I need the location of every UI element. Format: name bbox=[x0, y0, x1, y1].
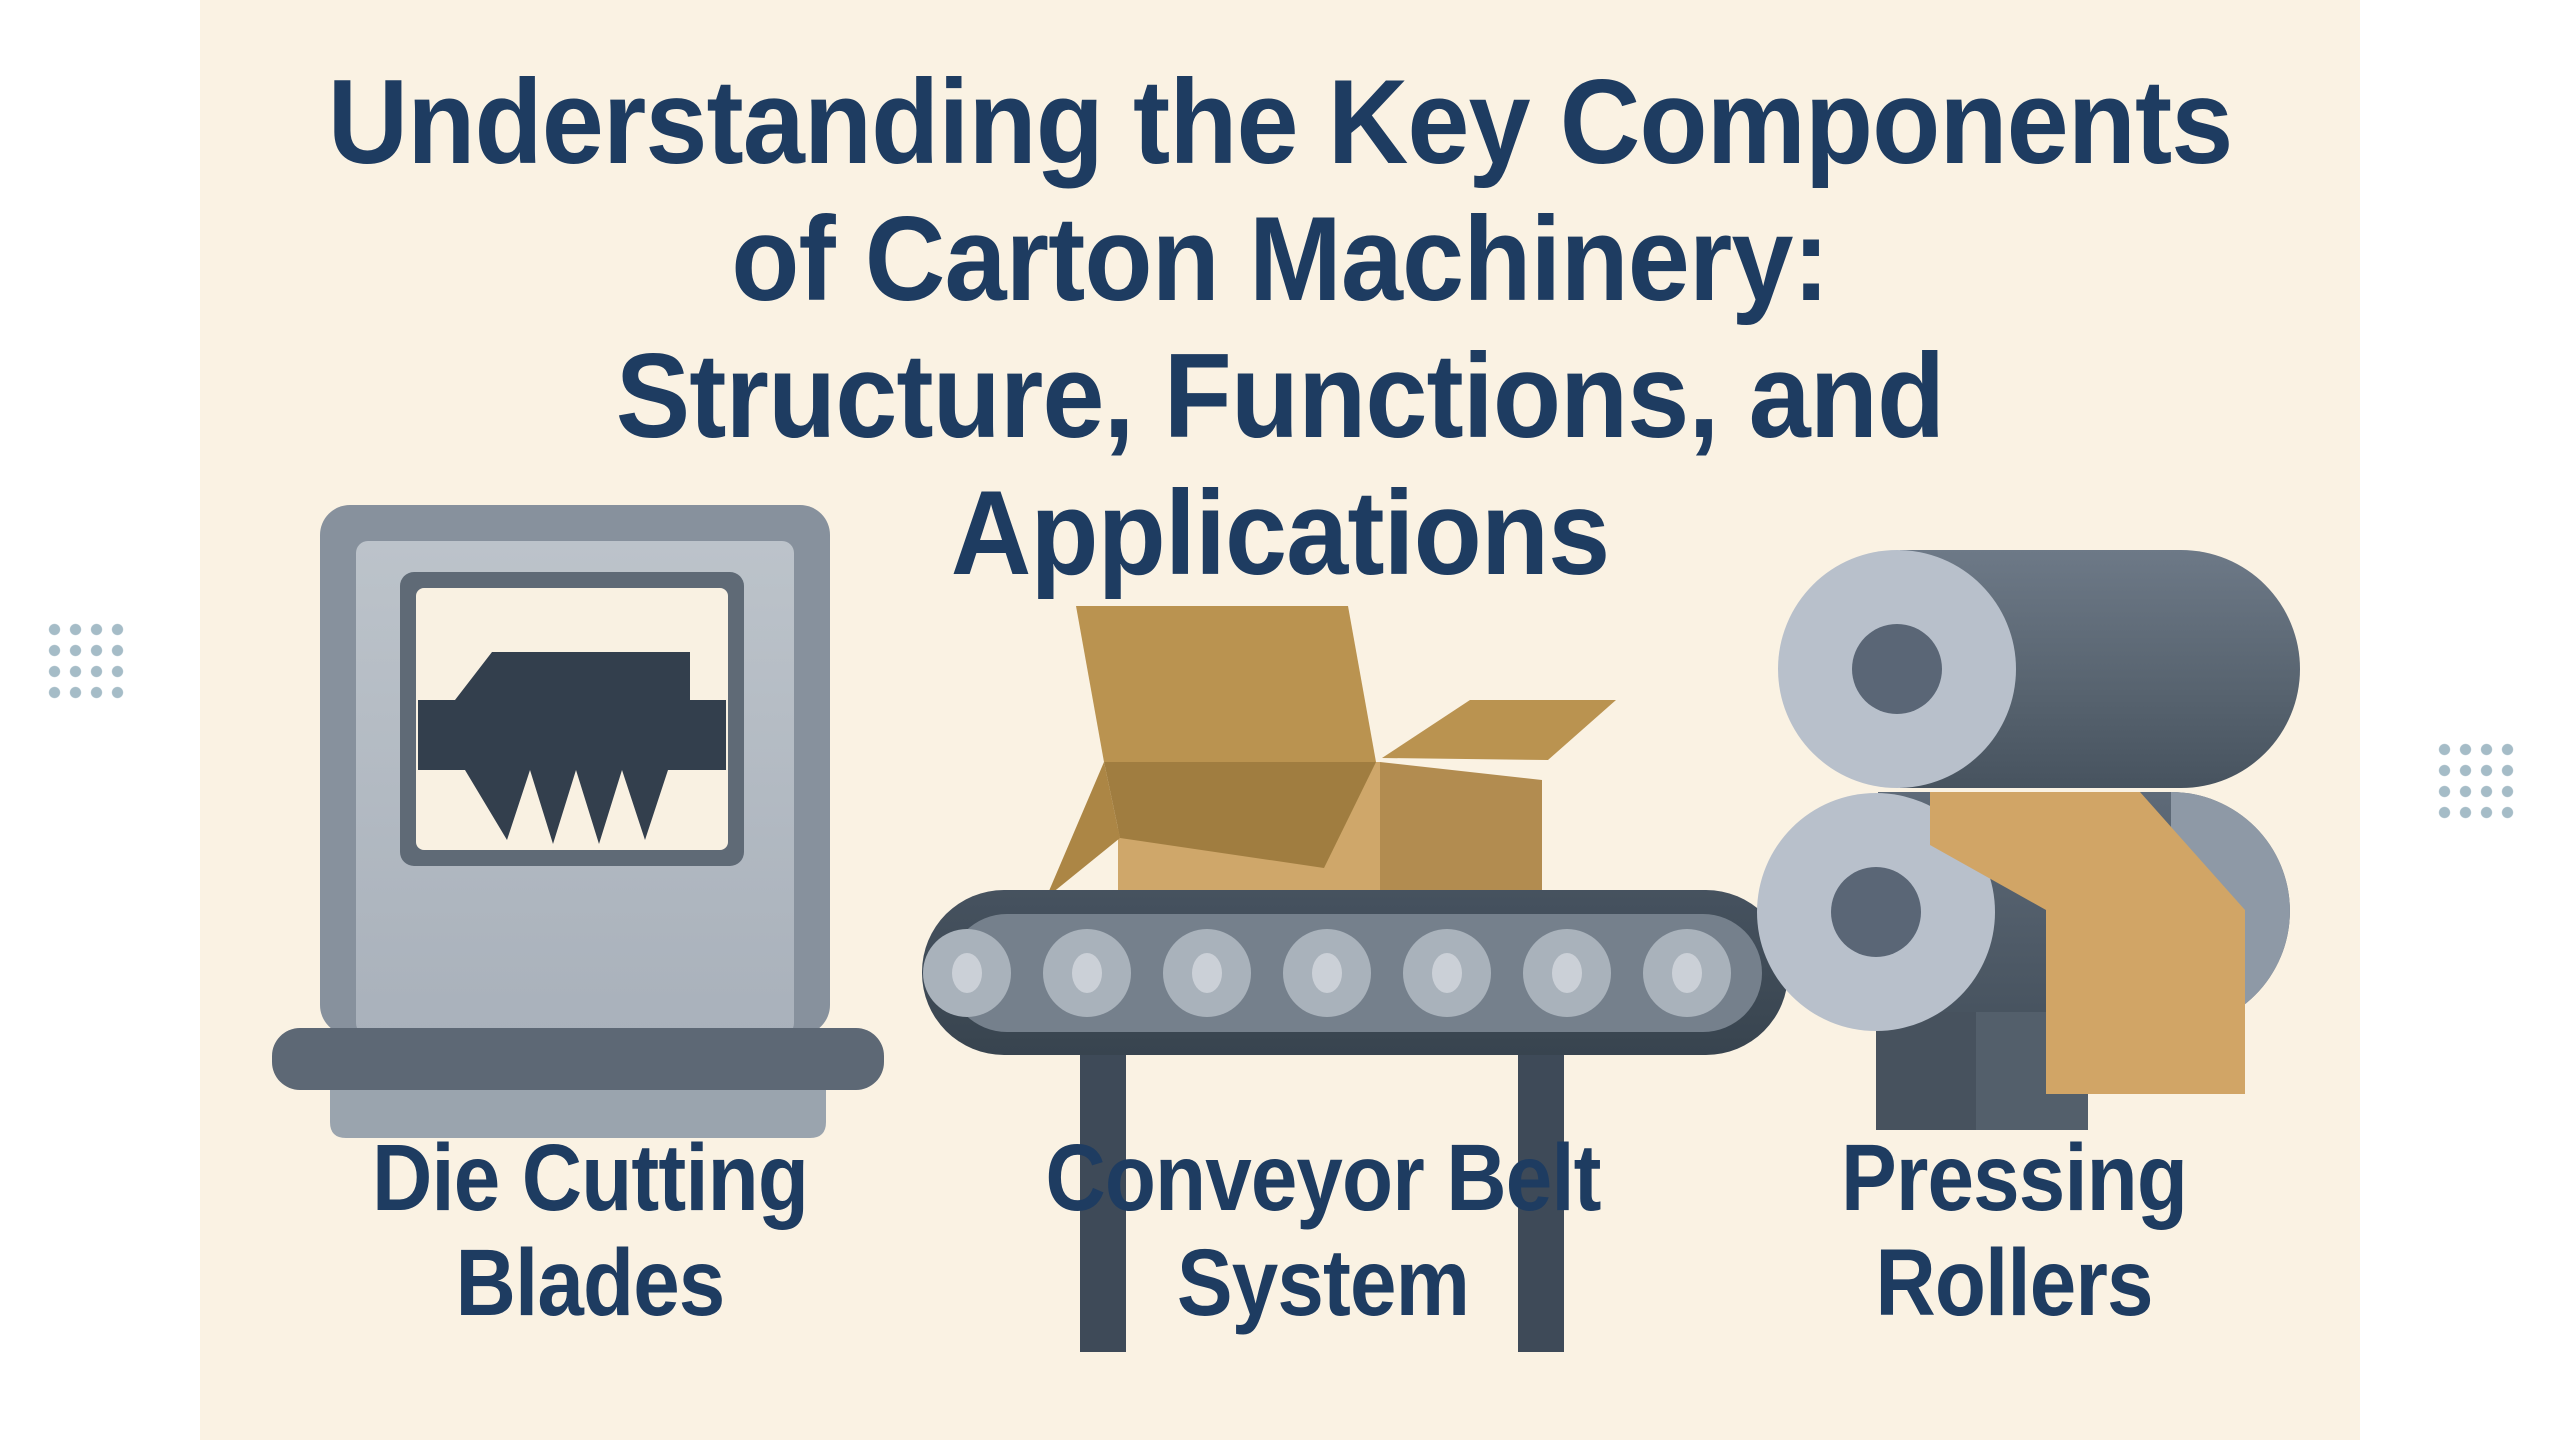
conveyor-rollers bbox=[923, 929, 1731, 1017]
label-pressing-line-1: Pressing bbox=[1840, 1125, 2188, 1231]
die-cutter-plinth bbox=[330, 1090, 826, 1138]
figure-label-pressing-rollers: Pressing Rollers bbox=[1732, 1126, 2295, 1336]
conveyor-roller bbox=[1403, 929, 1491, 1017]
conveyor-roller bbox=[1043, 929, 1131, 1017]
conveyor-roller bbox=[1643, 929, 1731, 1017]
pressing-roller-top-hub bbox=[1852, 624, 1942, 714]
label-die-line-2: Blades bbox=[455, 1230, 726, 1336]
dot-grid-left-decoration bbox=[44, 619, 128, 703]
die-cutter-icon bbox=[272, 505, 884, 1138]
box-open-lid-inside bbox=[1104, 762, 1376, 868]
title-line-1: Understanding the Key Components bbox=[327, 55, 2234, 189]
pressing-roller-bottom-hub bbox=[1831, 867, 1921, 957]
conveyor-roller bbox=[1283, 929, 1371, 1017]
box-left-flap-tip bbox=[1046, 762, 1120, 898]
figure-label-die-cutting: Die Cutting Blades bbox=[308, 1126, 871, 1336]
conveyor-leg-left bbox=[1080, 1050, 1126, 1352]
die-cutter-base-bar bbox=[272, 1028, 884, 1090]
conveyor-roller bbox=[923, 929, 1011, 1017]
box-back-left-flap bbox=[1076, 606, 1376, 762]
title-line-3: Structure, Functions, and Applications bbox=[615, 329, 1945, 600]
label-pressing-line-2: Rollers bbox=[1875, 1230, 2153, 1336]
box-back-right-flap bbox=[1382, 700, 1616, 760]
conveyor-belt-icon bbox=[922, 606, 1788, 1352]
pressing-rollers-icon bbox=[1757, 550, 2300, 1130]
page-title: Understanding the Key Components of Cart… bbox=[276, 54, 2285, 602]
cardboard-sheet bbox=[1930, 792, 2245, 1094]
figure-label-conveyor-belt: Conveyor Belt System bbox=[1041, 1126, 1604, 1336]
pressing-roller-pedestal-left bbox=[1876, 1012, 1976, 1130]
die-cutter-blade-icon bbox=[418, 652, 726, 844]
title-line-2: of Carton Machinery: bbox=[731, 192, 1829, 326]
label-die-line-1: Die Cutting bbox=[371, 1125, 809, 1231]
conveyor-leg-right bbox=[1518, 1050, 1564, 1352]
label-conveyor-line-1: Conveyor Belt bbox=[1045, 1125, 1601, 1231]
box-right-face bbox=[1380, 762, 1542, 905]
conveyor-roller bbox=[1523, 929, 1611, 1017]
dot-grid-right-decoration bbox=[2434, 739, 2518, 823]
carton-box-icon bbox=[1046, 606, 1616, 905]
conveyor-roller bbox=[1163, 929, 1251, 1017]
label-conveyor-line-2: System bbox=[1176, 1230, 1470, 1336]
